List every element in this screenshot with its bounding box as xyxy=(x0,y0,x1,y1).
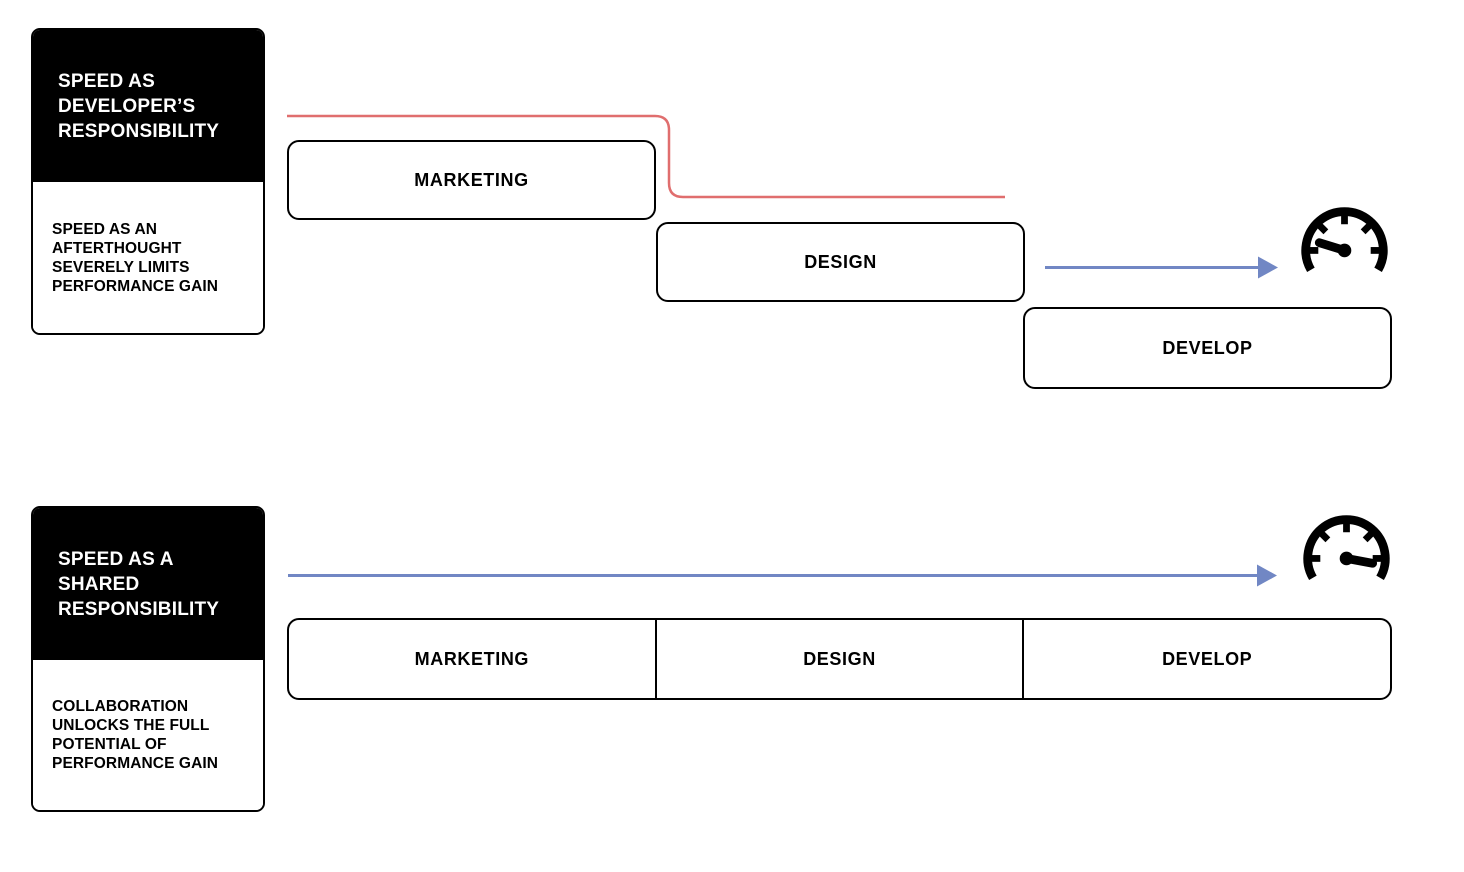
top-card-body-text: SPEED AS AN AFTERTHOUGHT SEVERELY LIMITS… xyxy=(52,220,219,295)
arrow-head xyxy=(1257,564,1277,587)
stage-label: DESIGN xyxy=(803,648,876,669)
stage-label: DESIGN xyxy=(804,251,877,272)
stage-label: DEVELOP xyxy=(1162,337,1253,358)
top-stage-marketing: MARKETING xyxy=(287,140,656,220)
red-step-delay-line-icon xyxy=(287,114,1005,199)
bottom-stage-row: MARKETING DESIGN DEVELOP xyxy=(287,618,1392,700)
top-card-header: SPEED AS DEVELOPER’S RESPONSIBILITY xyxy=(33,30,263,182)
bottom-card-title: SPEED AS A SHARED RESPONSIBILITY xyxy=(58,548,220,620)
top-speed-arrow-icon xyxy=(1045,256,1278,279)
gauge-hub xyxy=(1337,243,1352,258)
speedometer-low-icon xyxy=(1301,207,1388,273)
top-card-title: SPEED AS DEVELOPER’S RESPONSIBILITY xyxy=(58,70,220,142)
bottom-speed-arrow-icon xyxy=(288,564,1277,587)
speedometer-high-icon xyxy=(1303,515,1390,581)
stage-label: DEVELOP xyxy=(1162,648,1253,669)
top-stage-design: DESIGN xyxy=(656,222,1025,302)
bottom-card-body: COLLABORATION UNLOCKS THE FULL POTENTIAL… xyxy=(33,660,263,810)
arrow-head xyxy=(1258,256,1278,279)
bottom-card-header: SPEED AS A SHARED RESPONSIBILITY xyxy=(33,508,263,660)
bottom-stage-develop: DEVELOP xyxy=(1022,620,1390,698)
stage-label: MARKETING xyxy=(414,648,530,669)
stage-label: MARKETING xyxy=(414,169,529,190)
top-section-card: SPEED AS DEVELOPER’S RESPONSIBILITY SPEE… xyxy=(31,28,265,335)
bottom-stage-marketing: MARKETING xyxy=(289,620,655,698)
red-step-path xyxy=(287,114,1005,199)
bottom-stage-design: DESIGN xyxy=(654,620,1023,698)
gauge-hub xyxy=(1339,551,1354,566)
top-card-body: SPEED AS AN AFTERTHOUGHT SEVERELY LIMITS… xyxy=(33,182,263,333)
bottom-section-card: SPEED AS A SHARED RESPONSIBILITY COLLABO… xyxy=(31,506,265,812)
bottom-card-body-text: COLLABORATION UNLOCKS THE FULL POTENTIAL… xyxy=(52,698,219,772)
top-stage-develop: DEVELOP xyxy=(1023,307,1392,389)
